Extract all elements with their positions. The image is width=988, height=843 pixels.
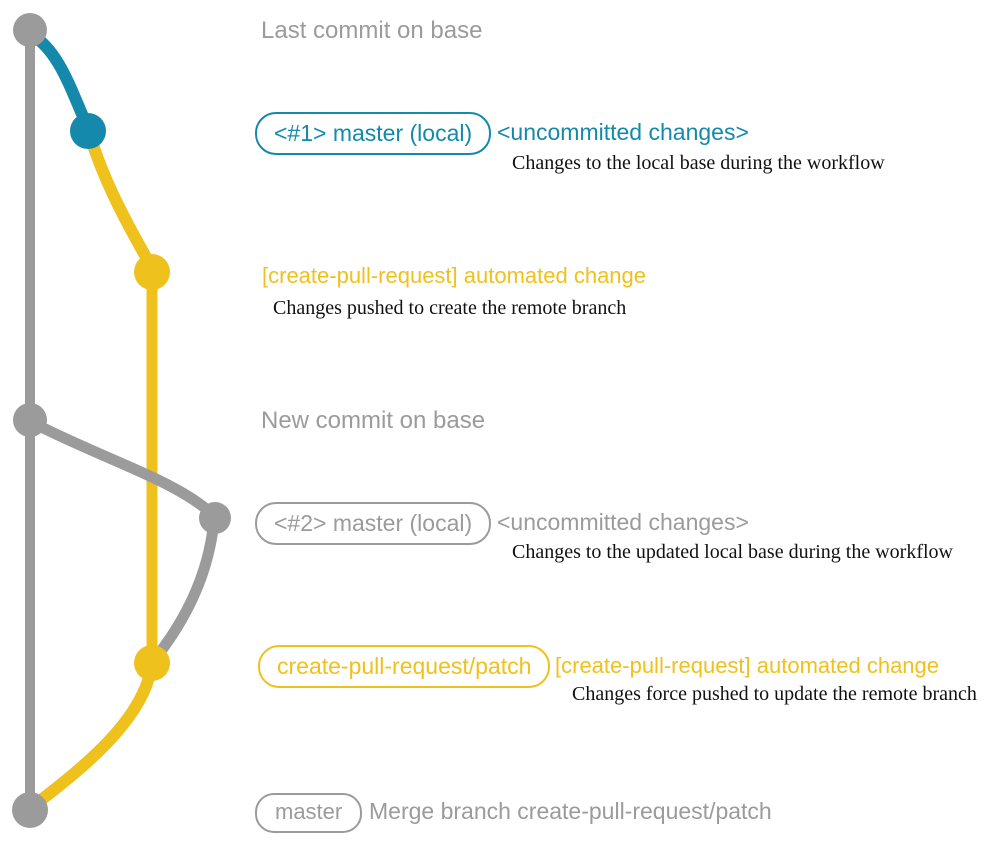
uncommitted-changes-2-heading: <uncommitted changes>: [497, 509, 749, 535]
force-push-curve: [148, 514, 220, 666]
commit-node-uncommitted-2: [199, 502, 231, 534]
merge-curve: [27, 658, 158, 812]
automated-change-1-heading: [create-pull-request] automated change: [262, 263, 647, 288]
uncommitted-2-curve: [25, 416, 220, 522]
git-graph: [12, 13, 231, 828]
uncommitted-changes-1-note: Changes to the local base during the wor…: [512, 152, 885, 174]
commit-node-last-base: [13, 13, 47, 47]
uncommitted-1-curve: [24, 27, 94, 134]
badge-master-local-1: <#1> master (local): [255, 112, 492, 155]
last-commit-title: Last commit on base: [261, 17, 483, 44]
merge-heading: Merge branch create-pull-request/patch: [369, 798, 772, 824]
commit-node-merge: [12, 792, 48, 828]
automated-change-1-note: Changes pushed to create the remote bran…: [273, 297, 627, 319]
automated-1-curve: [84, 130, 157, 272]
uncommitted-changes-1-heading: <uncommitted changes>: [497, 119, 749, 145]
automated-change-2-note: Changes force pushed to update the remot…: [572, 683, 977, 705]
automated-change-2-heading: [create-pull-request] automated change: [555, 653, 940, 678]
new-commit-title: New commit on base: [261, 407, 486, 434]
badge-patch-branch: create-pull-request/patch: [258, 645, 551, 688]
commit-node-uncommitted-1: [70, 113, 106, 149]
commit-node-automated-1: [134, 254, 170, 290]
uncommitted-changes-2-note: Changes to the updated local base during…: [512, 541, 953, 563]
badge-master: master: [255, 793, 363, 833]
badge-master-local-2: <#2> master (local): [255, 502, 492, 545]
commit-node-new-base: [13, 403, 47, 437]
commit-node-automated-2: [134, 645, 170, 681]
